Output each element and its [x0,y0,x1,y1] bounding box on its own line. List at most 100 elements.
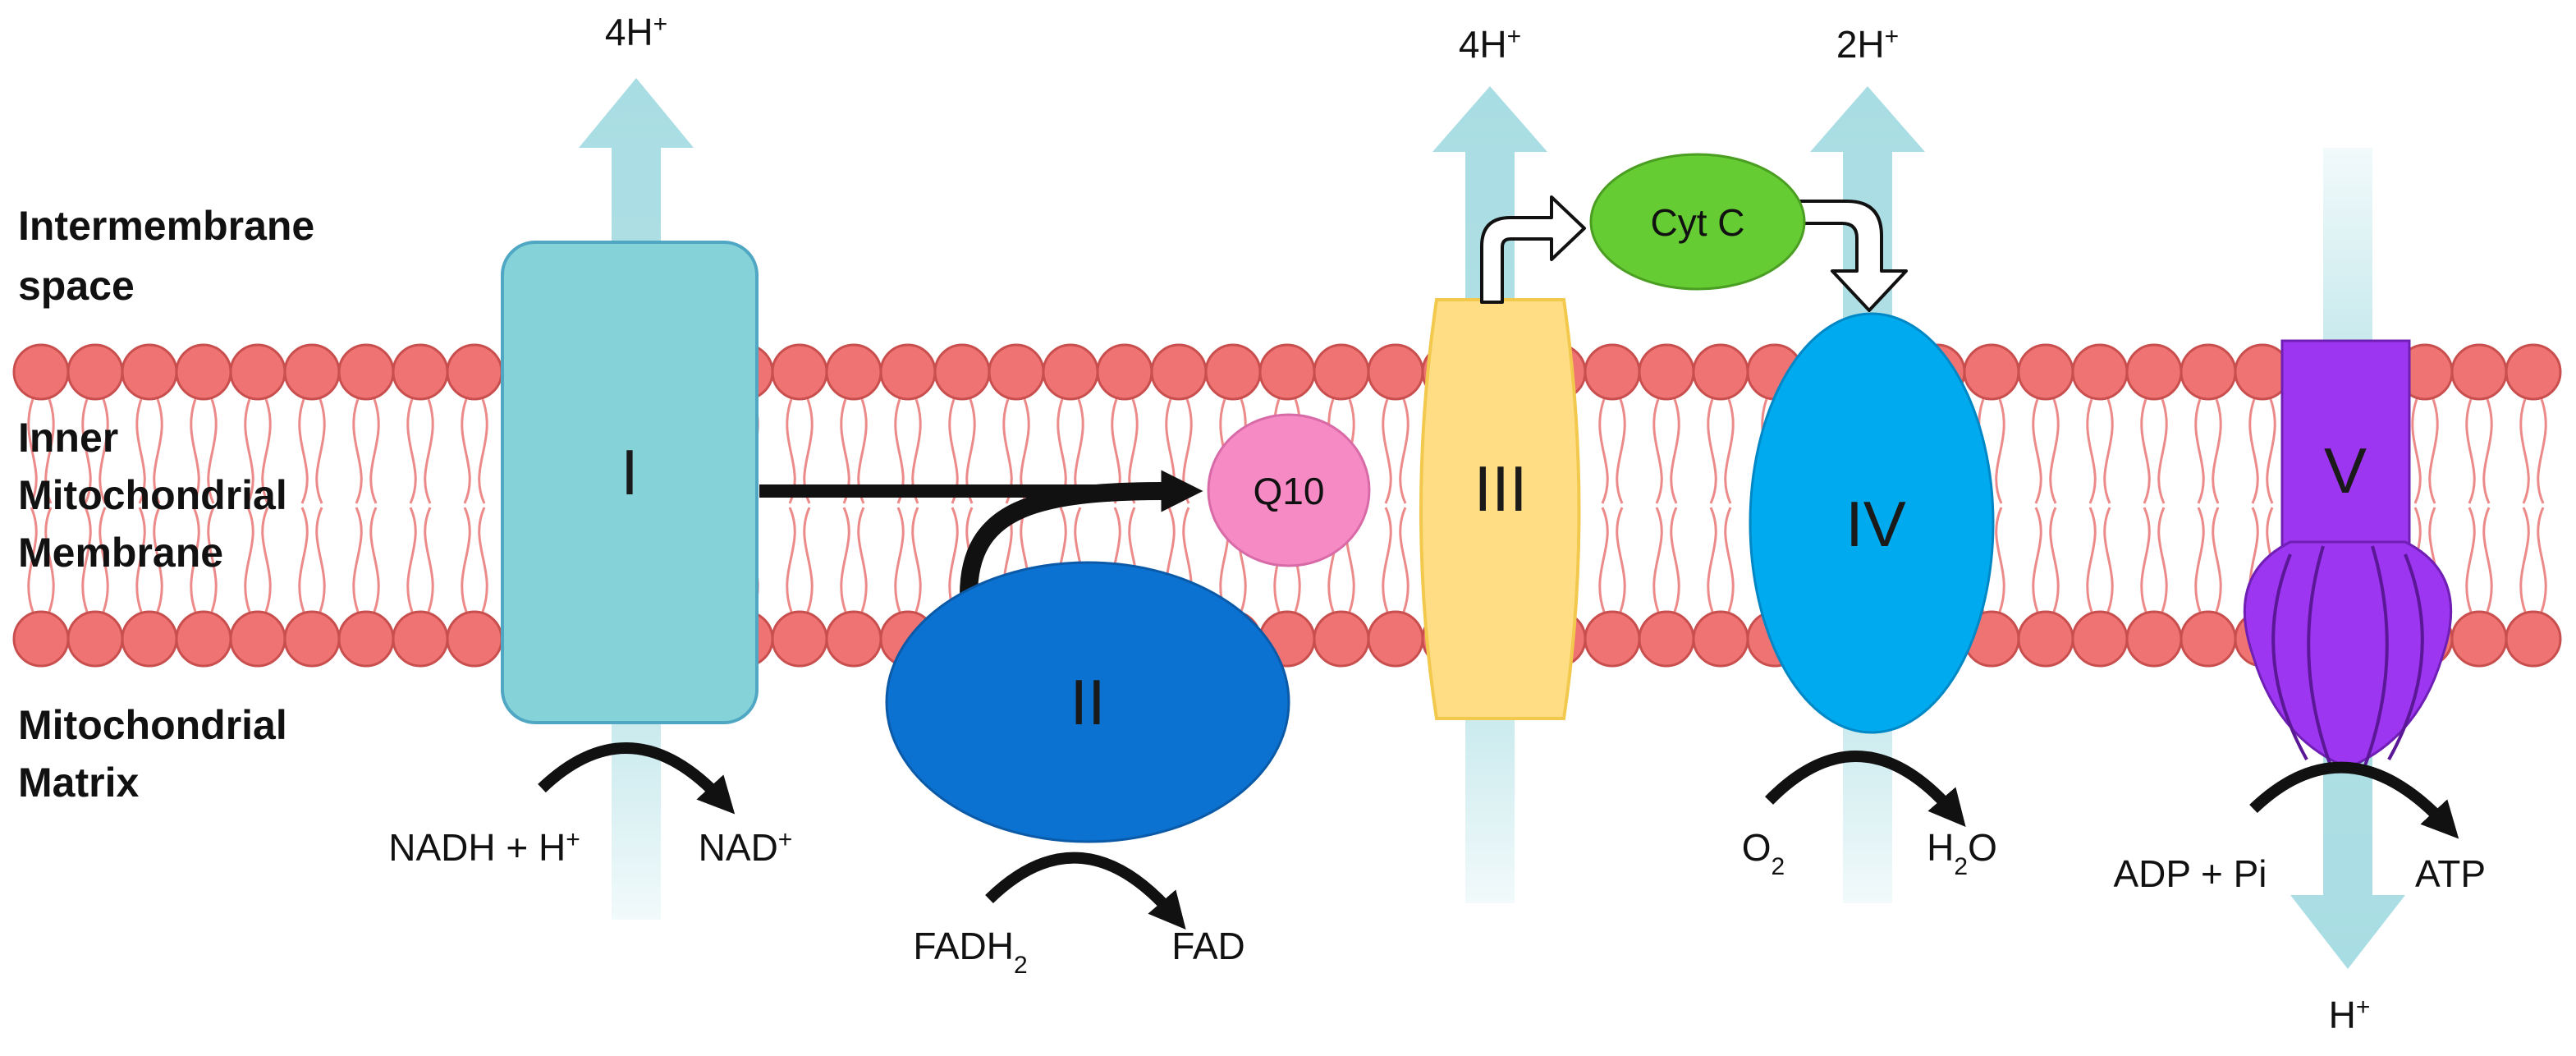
reactant-nadh: NADH + H+ [388,826,580,870]
lipid-tail [894,398,922,613]
reaction-arc-complex-ii [985,852,1186,930]
lipid-head [446,343,503,401]
transfer-arrow-cytc-to-iv [1788,200,1908,312]
lipid-tail [406,398,434,613]
complex-v-subunit [2307,545,2333,769]
lipid-head [121,610,178,668]
lipid-head [1638,610,1695,668]
lipid-tail [1165,398,1193,613]
reactant-adp-pi: ADP + Pi [2113,852,2267,895]
lipid-head [1096,343,1153,401]
lipid-head [229,343,286,401]
complex-v-stalk [2280,339,2411,564]
lipid-head [1367,610,1424,668]
complex-iv-label: IV [1845,488,1906,560]
coenzyme-q10 [1207,413,1371,567]
region-mitochondrial-matrix: Mitochondrial Matrix [18,702,299,806]
lipid-head [446,610,503,668]
lipid-tail [1057,398,1084,613]
lipid-tail [2411,398,2439,613]
lipid-head [2505,610,2562,668]
proton-label-complex-v: H+ [2329,994,2371,1037]
lipid-tail [1382,398,1409,613]
lipid-tail [2086,398,2114,613]
lipid-head [12,610,70,668]
region-intermembrane-space: Intermembrane space [18,203,326,309]
lipid-head [988,343,1045,401]
lipid-tail [244,398,272,613]
complex-i-label: I [621,436,639,508]
complex-v-head [2243,540,2453,769]
complex-iv [1749,312,1995,734]
lipid-tail [81,398,109,613]
complex-iii-label: III [1474,452,1527,525]
reaction-arc-complex-i [538,742,736,815]
reactant-fadh2: FADH2 [913,925,1027,979]
lipid-head [771,610,828,668]
complex-i [501,241,759,724]
region-inner-membrane: Inner Mitochondrial Membrane [18,415,299,576]
lipid-head [121,343,178,401]
lipid-head [12,343,70,401]
lipid-head [2450,343,2508,401]
lipid-tail [2519,398,2547,613]
complex-v-subunit [2271,553,2308,760]
complex-v-label: V [2324,434,2367,507]
lipid-tail [352,398,380,613]
lipid-tail [1598,398,1626,613]
complex-iii [1419,298,1581,720]
lipid-tail [298,398,326,613]
lipid-head [1963,343,2020,401]
lipid-tail [840,398,868,613]
lipid-head [771,343,828,401]
product-atp: ATP [2415,852,2486,895]
lipid-head [337,343,395,401]
lipid-head [2071,610,2129,668]
proton-label-complex-iv: 2H+ [1836,23,1899,67]
lipid-head [392,610,449,668]
reaction-arc-complex-v [2249,761,2459,839]
lipid-head [392,343,449,401]
lipid-tail [1652,398,1680,613]
lipid-head [2125,610,2183,668]
lipid-head [1584,610,1641,668]
lipid-head [1042,343,1099,401]
lipid-head [175,610,232,668]
lipid-tail [2140,398,2168,613]
lipid-head [2071,343,2129,401]
electron-arrow-ii-to-q10 [960,482,1167,596]
lipid-head [1313,343,1370,401]
lipid-tail [1707,398,1735,613]
lipid-head [1584,343,1641,401]
lipid-head [337,610,395,668]
complex-ii [885,561,1290,843]
lipid-head [2450,610,2508,668]
cytochrome-c [1589,153,1806,291]
lipid-tail [1111,398,1139,613]
product-fad: FAD [1171,925,1244,967]
lipid-head [1638,343,1695,401]
lipid-head [879,343,937,401]
complex-ii-label: II [1070,666,1105,738]
lipid-head [825,610,882,668]
lipid-tail [2465,398,2493,613]
lipid-tail [27,398,55,613]
lipid-head [1692,343,1749,401]
q10-label: Q10 [1254,470,1325,512]
lipid-tail [135,398,163,613]
lipid-head [283,343,341,401]
lipid-head [2017,610,2074,668]
lipid-head [1258,343,1316,401]
lipid-tail [1002,398,1030,613]
complex-v-subunit [2387,553,2424,760]
transfer-arrow-iii-to-cytc [1480,195,1586,304]
lipid-tail [948,398,976,613]
product-h2o: H2O [1927,826,1997,880]
lipid-tail [461,398,488,613]
lipid-head [283,610,341,668]
reactant-o2: O2 [1742,826,1785,880]
complex-v-subunit [2363,545,2389,769]
lipid-head [1150,343,1208,401]
lipid-head [1204,343,1262,401]
reaction-arc-complex-iv [1765,751,1966,827]
